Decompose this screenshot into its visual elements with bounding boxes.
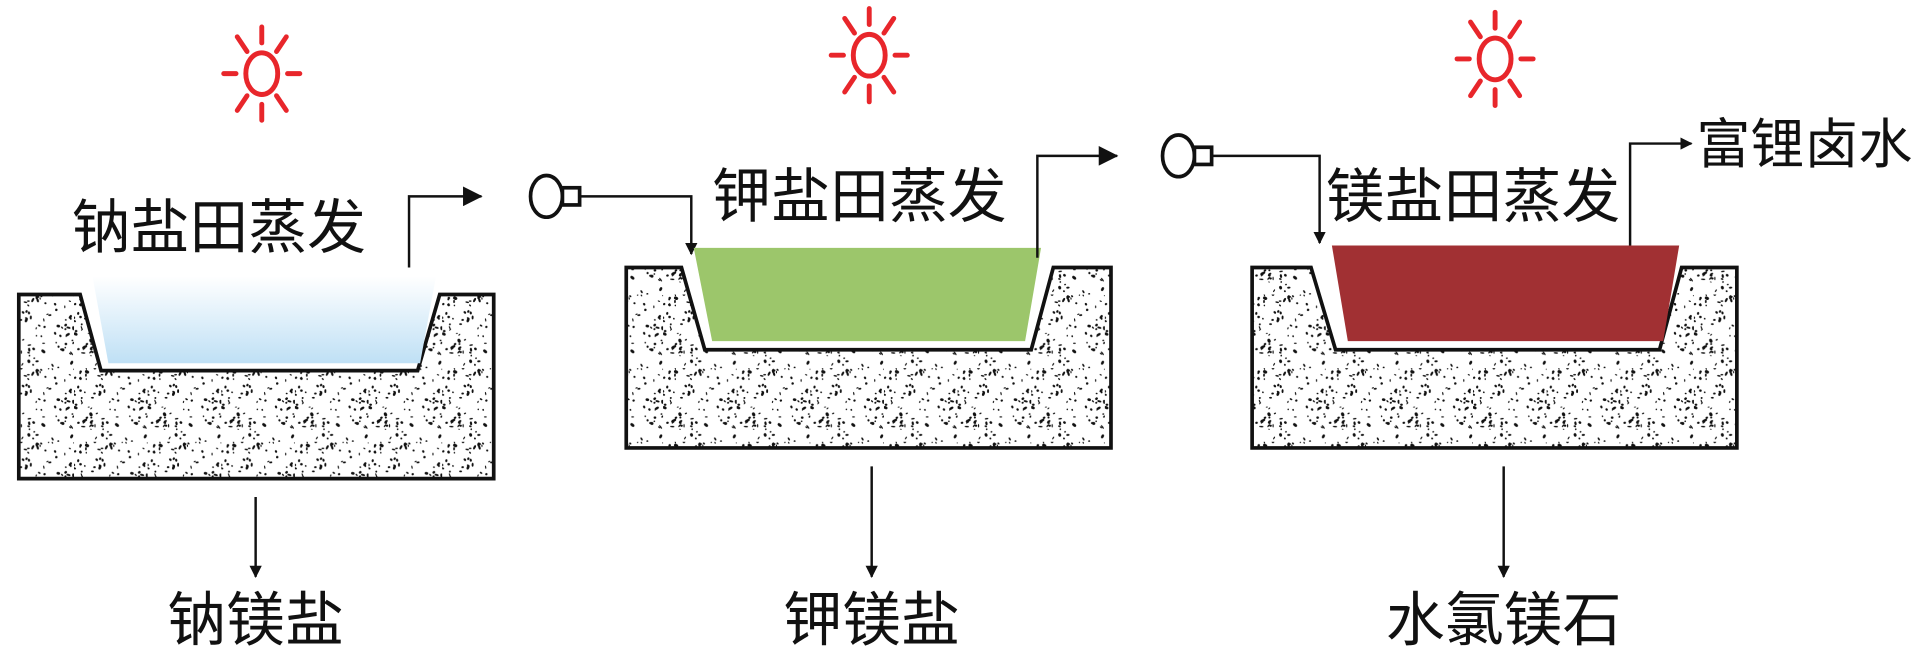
stage-title: 钾盐田蒸发 <box>712 162 1006 231</box>
flow-arrow <box>1211 154 1326 245</box>
flow-arrow <box>407 186 483 268</box>
stage-title: 钠盐田蒸发 <box>72 193 366 262</box>
flow-arrow <box>1628 137 1693 246</box>
brine-pool <box>92 276 437 364</box>
sun-icon <box>831 9 907 102</box>
ground-block <box>16 292 496 481</box>
stage-sodium-pan: 钠盐田蒸发 钠镁盐 <box>16 27 496 655</box>
ground-block <box>624 265 1113 450</box>
sun-icon <box>1457 12 1533 105</box>
brine-pool <box>693 247 1042 342</box>
brine-pool <box>1331 245 1680 342</box>
pump-icon <box>1160 133 1214 179</box>
output-label: 富锂卤水 <box>1696 113 1912 176</box>
product-label: 水氯镁石 <box>1386 586 1622 655</box>
stage-title: 镁盐田蒸发 <box>1326 162 1620 231</box>
ground-block <box>1250 265 1739 450</box>
product-label: 钠镁盐 <box>167 586 344 655</box>
stage-potassium-pan: 钾盐田蒸发 钾镁盐 <box>624 9 1119 655</box>
flow-arrow <box>579 195 698 256</box>
stage-magnesium-pan: 镁盐田蒸发 富锂卤水 水氯镁石 <box>1250 12 1912 655</box>
product-label: 钾镁盐 <box>783 586 960 655</box>
pump-icon <box>528 173 582 220</box>
flow-arrow <box>1036 146 1119 258</box>
sun-icon <box>224 27 300 120</box>
